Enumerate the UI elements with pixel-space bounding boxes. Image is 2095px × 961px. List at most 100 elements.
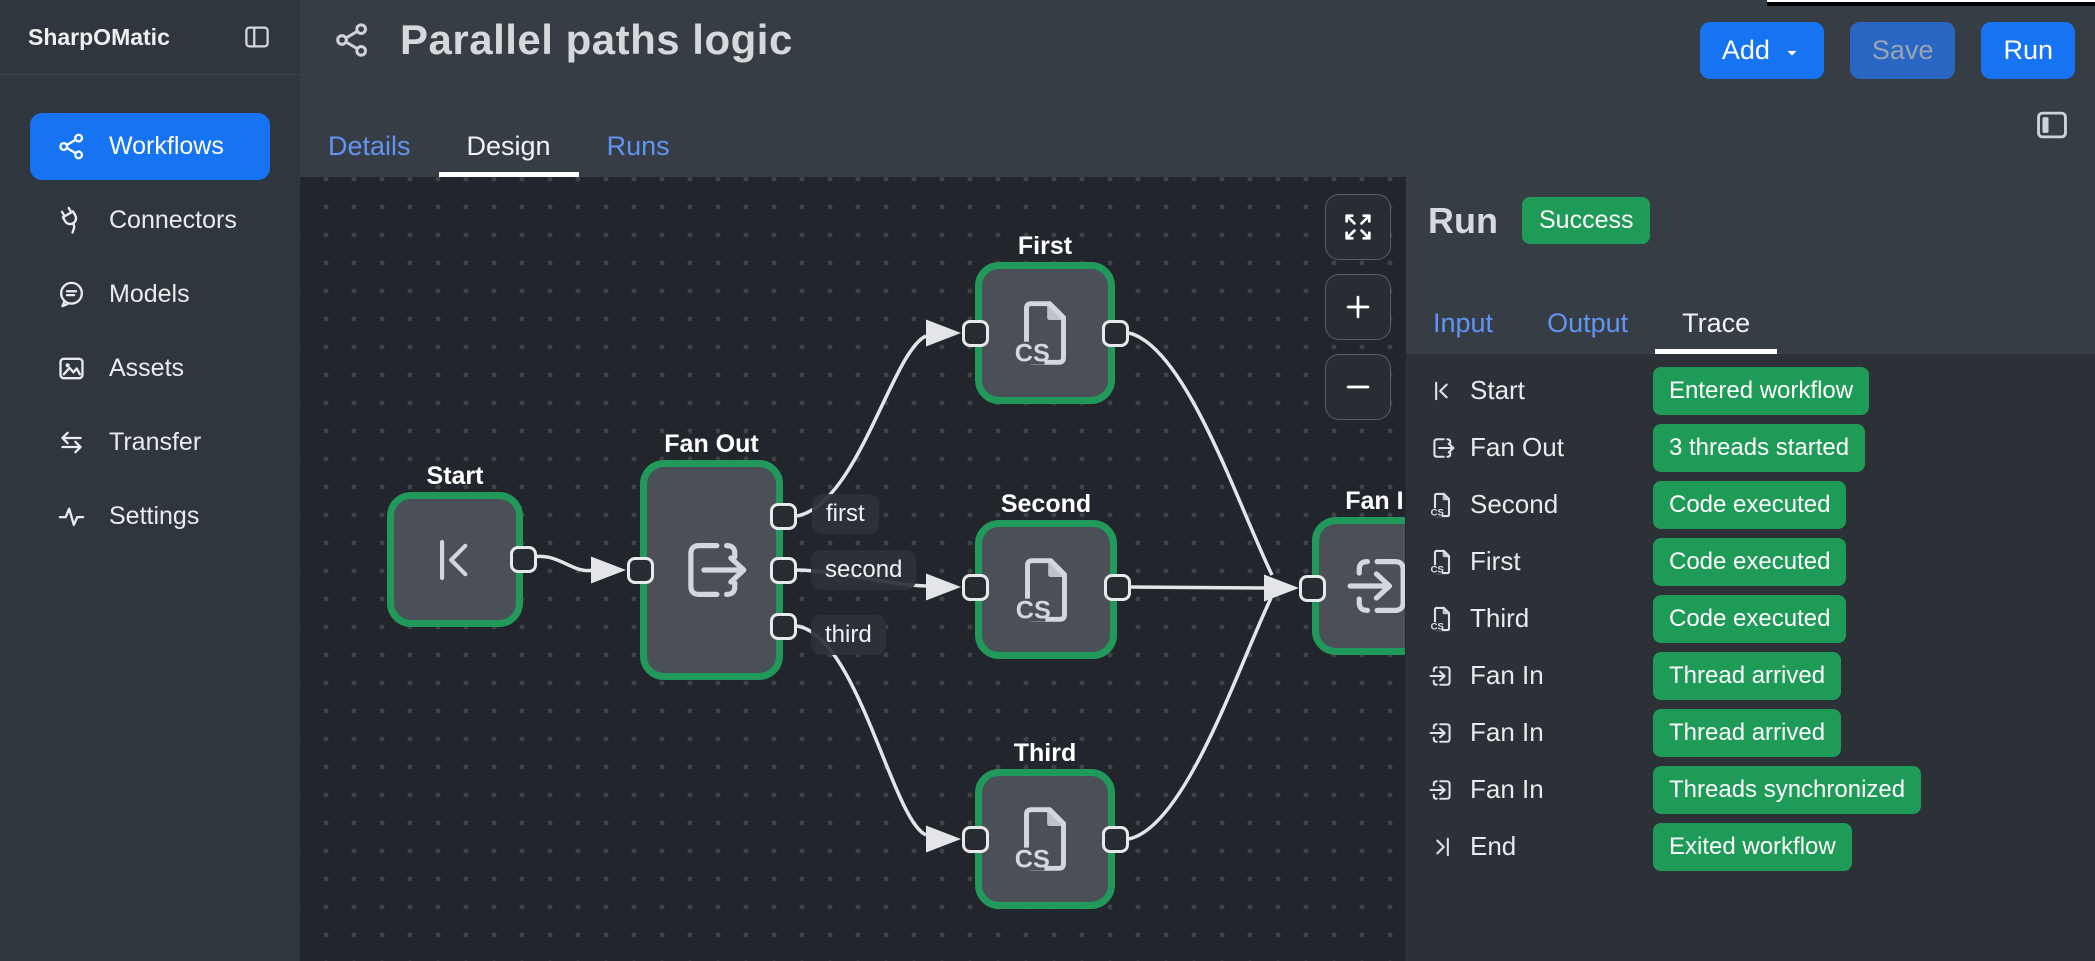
port[interactable] (1102, 826, 1129, 853)
trace-step-name: First (1470, 546, 1653, 577)
canvas-controls (1325, 194, 1391, 420)
chat-icon (56, 279, 87, 310)
sidebar-item-label: Connectors (109, 206, 237, 235)
zoom-in-button[interactable] (1325, 274, 1391, 340)
tab-design[interactable]: Design (439, 121, 579, 177)
edge-label-third: third (811, 615, 886, 655)
trace-list: StartEntered workflowFan Out3 threads st… (1406, 354, 2095, 875)
cs-file-icon: CS (1008, 296, 1082, 370)
edge (1129, 598, 1271, 839)
trace-result-badge: Thread arrived (1653, 652, 1841, 700)
sidebar-item-label: Transfer (109, 428, 201, 457)
edge (797, 626, 926, 835)
sidebar: SharpOMatic WorkflowsConnectorsModelsAss… (0, 0, 300, 961)
add-button-label: Add (1722, 35, 1770, 66)
save-button[interactable]: Save (1850, 22, 1956, 79)
sidebar-item-connectors[interactable]: Connectors (30, 187, 270, 254)
trace-row-fan-in: Fan InThreads synchronized (1406, 761, 2095, 818)
plug-icon (56, 205, 87, 236)
svg-text:CS: CS (1016, 596, 1051, 624)
trace-step-name: Start (1470, 375, 1653, 406)
port[interactable] (962, 826, 989, 853)
node-label: Fan Out (617, 430, 806, 459)
edge-arrowhead (926, 826, 961, 853)
sidebar-item-transfer[interactable]: Transfer (30, 409, 270, 476)
trace-step-name: Fan In (1470, 717, 1653, 748)
title-row: Parallel paths logic (332, 16, 793, 64)
logo-row: SharpOMatic (0, 0, 300, 75)
edge (797, 336, 926, 516)
sidebar-item-assets[interactable]: Assets (30, 335, 270, 402)
fit-view-button[interactable] (1325, 194, 1391, 260)
trace-step-name: Fan In (1470, 774, 1653, 805)
port[interactable] (1104, 574, 1131, 601)
svg-text:CS: CS (1015, 845, 1050, 873)
run-status-badge: Success (1522, 197, 1650, 244)
edge-arrowhead (591, 557, 626, 584)
transfer-icon (56, 427, 87, 458)
svg-text:CS: CS (1431, 564, 1444, 575)
run-panel-tabs: InputOutputTrace (1406, 297, 1777, 354)
run-panel-head: Run Success InputOutputTrace (1406, 177, 2095, 354)
port[interactable] (510, 546, 537, 573)
tab-output[interactable]: Output (1520, 297, 1655, 354)
cs-file-icon: CS (1428, 605, 1456, 633)
sidebar-item-workflows[interactable]: Workflows (30, 113, 270, 180)
port[interactable] (627, 557, 654, 584)
trace-row-fan-in: Fan InThread arrived (1406, 704, 2095, 761)
header-actions: Add Save Run (1700, 22, 2075, 79)
port[interactable] (770, 613, 797, 640)
node-start[interactable]: Start (387, 492, 523, 627)
node-fan-in[interactable]: Fan In (1312, 517, 1405, 655)
zoom-out-button[interactable] (1325, 354, 1391, 420)
node-fan-out[interactable]: Fan Out (640, 460, 783, 680)
sidebar-item-label: Workflows (109, 132, 224, 161)
port[interactable] (770, 557, 797, 584)
fan-in-icon (1428, 776, 1456, 804)
run-button[interactable]: Run (1981, 22, 2075, 79)
trace-step-name: Third (1470, 603, 1653, 634)
app-logo: SharpOMatic (28, 24, 170, 51)
tab-trace[interactable]: Trace (1655, 297, 1777, 354)
run-panel: Run Success InputOutputTrace StartEntere… (1405, 177, 2095, 961)
port[interactable] (770, 503, 797, 530)
trace-row-fan-out: Fan Out3 threads started (1406, 419, 2095, 476)
tab-input[interactable]: Input (1406, 297, 1520, 354)
add-button[interactable]: Add (1700, 22, 1824, 79)
fit-view-icon (1341, 210, 1375, 244)
image-icon (56, 353, 87, 384)
node-label: Third (952, 739, 1138, 768)
port[interactable] (1299, 575, 1326, 602)
trace-row-start: StartEntered workflow (1406, 362, 2095, 419)
trace-result-badge: Threads synchronized (1653, 766, 1921, 814)
start-icon (424, 529, 486, 591)
node-first[interactable]: FirstCS (975, 262, 1115, 404)
panel-toggle-icon[interactable] (2033, 106, 2071, 144)
edge (1129, 333, 1272, 575)
sidebar-item-models[interactable]: Models (30, 261, 270, 328)
trace-result-badge: Entered workflow (1653, 367, 1869, 415)
port[interactable] (962, 574, 989, 601)
fan-out-icon (673, 531, 751, 609)
header: Parallel paths logic DetailsDesignRuns A… (300, 0, 2095, 177)
trace-row-end: EndExited workflow (1406, 818, 2095, 875)
sidebar-collapse-icon[interactable] (242, 22, 272, 52)
node-second[interactable]: SecondCS (975, 520, 1117, 659)
tab-details[interactable]: Details (300, 121, 439, 177)
sidebar-item-label: Assets (109, 354, 184, 383)
svg-text:CS: CS (1431, 621, 1444, 632)
edge (1131, 587, 1263, 588)
port[interactable] (1102, 320, 1129, 347)
tab-runs[interactable]: Runs (579, 121, 698, 177)
edge-label-second: second (811, 550, 916, 590)
trace-result-badge: 3 threads started (1653, 424, 1865, 472)
trace-result-badge: Code executed (1653, 481, 1846, 529)
trace-row-first: CSFirstCode executed (1406, 533, 2095, 590)
node-label: Second (952, 490, 1140, 519)
sidebar-item-settings[interactable]: Settings (30, 483, 270, 550)
port[interactable] (962, 320, 989, 347)
node-third[interactable]: ThirdCS (975, 769, 1115, 909)
run-heading: Run (1428, 200, 1498, 242)
workflow-canvas[interactable]: firstsecondthird StartFan OutFirstCSSeco… (300, 177, 1405, 961)
top-strip (1767, 0, 2095, 6)
